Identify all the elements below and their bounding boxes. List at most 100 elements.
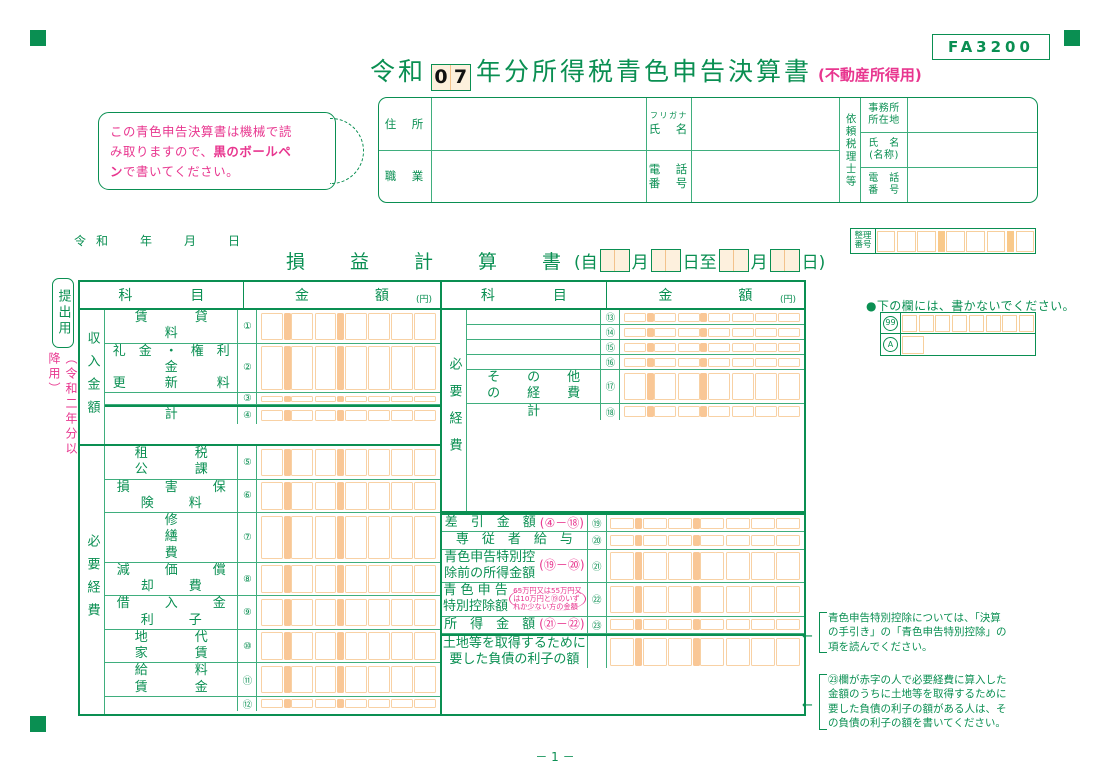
amount-digit-cell[interactable] bbox=[368, 598, 390, 627]
ref-cell[interactable] bbox=[946, 230, 965, 252]
amount-digit-cell[interactable] bbox=[700, 619, 725, 631]
amount-digit-cell[interactable] bbox=[778, 327, 801, 337]
amount-digit-cell[interactable] bbox=[668, 585, 693, 613]
ref-cell[interactable] bbox=[1015, 230, 1035, 252]
ref-cell[interactable] bbox=[917, 230, 936, 252]
amount-digit-cell[interactable] bbox=[391, 409, 414, 421]
amount-digit-cell[interactable] bbox=[368, 395, 390, 402]
amount-digit-cell[interactable] bbox=[754, 357, 777, 367]
amount-digit-cell[interactable] bbox=[642, 619, 667, 631]
amount-digit-cell[interactable] bbox=[776, 552, 801, 580]
amount-entry-cells[interactable] bbox=[607, 532, 804, 548]
amount-digit-cell[interactable] bbox=[291, 312, 314, 340]
amount-digit-cell[interactable] bbox=[725, 552, 750, 580]
amount-digit-cell[interactable] bbox=[776, 585, 801, 613]
amount-entry-cells[interactable] bbox=[620, 404, 804, 420]
amount-digit-cell[interactable] bbox=[261, 565, 283, 593]
amount-digit-cell[interactable] bbox=[414, 665, 437, 694]
amount-digit-cell[interactable] bbox=[708, 406, 731, 418]
occupation-field[interactable] bbox=[432, 151, 646, 203]
amount-entry-cells[interactable] bbox=[257, 480, 440, 513]
amount-entry-cells[interactable] bbox=[257, 310, 440, 343]
amount-digit-cell[interactable] bbox=[344, 665, 367, 694]
amount-digit-cell[interactable] bbox=[314, 482, 337, 510]
amount-entry-cells[interactable] bbox=[607, 515, 804, 531]
amount-digit-cell[interactable] bbox=[261, 632, 283, 660]
amount-digit-cell[interactable] bbox=[731, 342, 754, 352]
amount-digit-cell[interactable] bbox=[725, 517, 750, 529]
amount-entry-cells[interactable] bbox=[257, 407, 440, 423]
ref-cell[interactable] bbox=[897, 230, 916, 252]
amount-digit-cell[interactable] bbox=[368, 312, 390, 340]
amount-digit-cell[interactable] bbox=[754, 372, 777, 400]
amount-digit-cell[interactable] bbox=[751, 638, 775, 666]
amount-digit-cell[interactable] bbox=[368, 409, 390, 421]
amount-digit-cell[interactable] bbox=[731, 372, 754, 400]
amount-digit-cell[interactable] bbox=[610, 517, 635, 529]
amount-digit-cell[interactable] bbox=[668, 534, 693, 546]
amount-digit-cell[interactable] bbox=[414, 482, 437, 510]
amount-digit-cell[interactable] bbox=[414, 632, 437, 660]
amount-digit-cell[interactable] bbox=[261, 409, 283, 421]
amount-digit-cell[interactable] bbox=[776, 619, 801, 631]
amount-digit-cell[interactable] bbox=[624, 312, 647, 322]
amount-digit-cell[interactable] bbox=[291, 482, 314, 510]
amount-digit-cell[interactable] bbox=[368, 448, 390, 476]
amount-digit-cell[interactable] bbox=[344, 346, 367, 390]
amount-digit-cell[interactable] bbox=[368, 632, 390, 660]
amount-digit-cell[interactable] bbox=[778, 372, 801, 400]
amount-digit-cell[interactable] bbox=[391, 482, 414, 510]
amount-digit-cell[interactable] bbox=[291, 632, 314, 660]
amount-digit-cell[interactable] bbox=[291, 665, 314, 694]
amount-digit-cell[interactable] bbox=[391, 565, 414, 593]
amount-entry-cells[interactable] bbox=[257, 446, 440, 479]
ref-cell[interactable] bbox=[966, 230, 986, 252]
amount-digit-cell[interactable] bbox=[677, 357, 700, 367]
amount-digit-cell[interactable] bbox=[624, 406, 647, 418]
reference-number-cells[interactable] bbox=[876, 229, 1035, 253]
amount-entry-cells[interactable] bbox=[257, 344, 440, 393]
amount-digit-cell[interactable] bbox=[751, 585, 775, 613]
amount-digit-cell[interactable] bbox=[261, 699, 283, 709]
amount-digit-cell[interactable] bbox=[610, 619, 635, 631]
amount-entry-cells[interactable] bbox=[257, 513, 440, 562]
amount-digit-cell[interactable] bbox=[314, 409, 337, 421]
amount-digit-cell[interactable] bbox=[391, 395, 414, 402]
amount-digit-cell[interactable] bbox=[754, 327, 777, 337]
amount-digit-cell[interactable] bbox=[368, 346, 390, 390]
amount-digit-cell[interactable] bbox=[291, 699, 314, 709]
amount-digit-cell[interactable] bbox=[291, 515, 314, 560]
amount-digit-cell[interactable] bbox=[391, 312, 414, 340]
amount-digit-cell[interactable] bbox=[314, 632, 337, 660]
amount-digit-cell[interactable] bbox=[610, 638, 635, 666]
amount-digit-cell[interactable] bbox=[344, 312, 367, 340]
amount-digit-cell[interactable] bbox=[344, 395, 367, 402]
amount-digit-cell[interactable] bbox=[314, 395, 337, 402]
amount-digit-cell[interactable] bbox=[261, 665, 283, 694]
amount-digit-cell[interactable] bbox=[414, 598, 437, 627]
amount-digit-cell[interactable] bbox=[654, 372, 677, 400]
amount-digit-cell[interactable] bbox=[700, 585, 725, 613]
amount-digit-cell[interactable] bbox=[414, 565, 437, 593]
amount-digit-cell[interactable] bbox=[391, 515, 414, 560]
ref-cell[interactable] bbox=[876, 230, 896, 252]
amount-digit-cell[interactable] bbox=[261, 448, 283, 476]
amount-digit-cell[interactable] bbox=[725, 534, 750, 546]
amount-digit-cell[interactable] bbox=[344, 448, 367, 476]
amount-digit-cell[interactable] bbox=[314, 448, 337, 476]
amount-entry-cells[interactable] bbox=[257, 563, 440, 596]
amount-digit-cell[interactable] bbox=[291, 409, 314, 421]
name-field[interactable] bbox=[692, 98, 839, 151]
amount-digit-cell[interactable] bbox=[776, 534, 801, 546]
amount-digit-cell[interactable] bbox=[677, 327, 700, 337]
amount-digit-cell[interactable] bbox=[731, 357, 754, 367]
amount-digit-cell[interactable] bbox=[654, 327, 677, 337]
agent-name-field[interactable] bbox=[908, 133, 1037, 169]
amount-digit-cell[interactable] bbox=[624, 372, 647, 400]
amount-digit-cell[interactable] bbox=[642, 638, 667, 666]
amount-digit-cell[interactable] bbox=[700, 638, 725, 666]
amount-digit-cell[interactable] bbox=[731, 312, 754, 322]
amount-digit-cell[interactable] bbox=[610, 585, 635, 613]
amount-digit-cell[interactable] bbox=[314, 598, 337, 627]
amount-digit-cell[interactable] bbox=[778, 342, 801, 352]
